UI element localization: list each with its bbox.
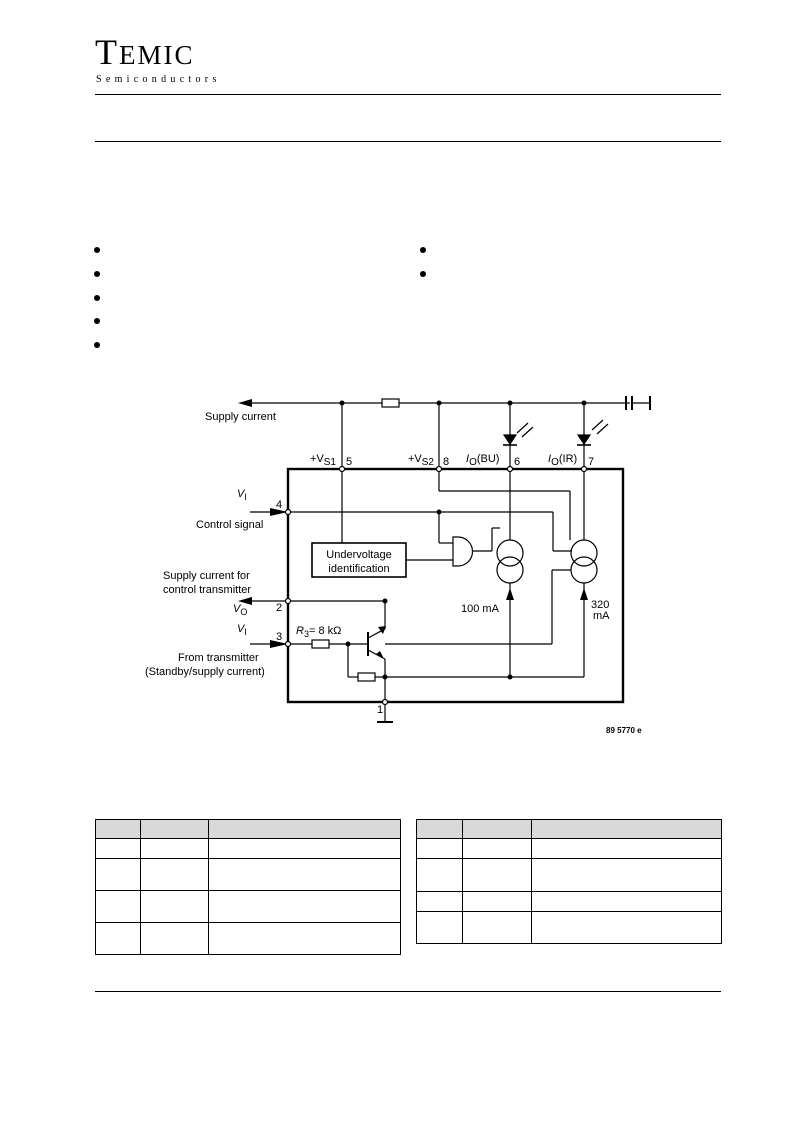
table-row <box>95 858 401 891</box>
feature-bullet <box>94 342 100 348</box>
label-supply-for-ctrl-2: control transmitter <box>163 584 251 596</box>
feature-bullet <box>94 295 100 301</box>
feature-bullet <box>420 247 426 253</box>
table-row <box>95 838 401 859</box>
header-rule <box>95 94 721 95</box>
label-vi-bottom: VI <box>237 623 247 637</box>
table-header-row <box>416 819 722 839</box>
pin-table-right <box>416 819 722 944</box>
label-r3: R3= 8 kΩ <box>296 625 341 639</box>
label-pin1: 1 <box>377 704 383 716</box>
label-vs2: +VS2 <box>408 453 434 468</box>
table-row <box>416 858 722 892</box>
logo-rest: EMIC <box>119 40 195 70</box>
label-320-ma: mA <box>593 610 610 622</box>
label-vs1: +VS1 <box>310 453 336 468</box>
label-pin3: 3 <box>276 631 282 643</box>
table-row <box>416 911 722 944</box>
label-pin2: 2 <box>276 602 282 614</box>
table-row <box>416 891 722 912</box>
label-from-tx-2: (Standby/supply current) <box>145 666 265 678</box>
label-io-bu: IO(BU) <box>466 453 499 468</box>
footer-rule <box>95 991 721 992</box>
label-pin4: 4 <box>276 499 282 511</box>
label-pin8: 8 <box>443 456 449 468</box>
label-undervoltage-1: Undervoltage <box>326 549 391 561</box>
label-vi-top: VI <box>237 488 247 502</box>
label-control-signal: Control signal <box>196 519 263 531</box>
logo-first-letter: T <box>95 32 119 72</box>
label-from-tx-1: From transmitter <box>178 652 259 664</box>
label-pin6: 6 <box>514 456 520 468</box>
label-vo: VO <box>233 603 247 617</box>
feature-bullet <box>420 271 426 277</box>
label-io-ir: IO(IR) <box>548 453 577 468</box>
logo-subtitle: Semiconductors <box>96 74 221 85</box>
feature-bullet <box>94 318 100 324</box>
feature-bullet <box>94 247 100 253</box>
table-header-row <box>95 819 401 839</box>
pin-table-left <box>95 819 401 955</box>
label-undervoltage-2: identification <box>328 563 389 575</box>
figure-code: 89 5770 e <box>606 726 642 735</box>
table-row <box>95 922 401 955</box>
table-row <box>95 890 401 923</box>
label-320: 320 <box>591 599 609 611</box>
label-100ma: 100 mA <box>461 603 500 615</box>
title-rule <box>95 141 721 142</box>
ic-outline <box>286 467 625 704</box>
temic-logo: TEMIC <box>95 34 195 73</box>
block-diagram: Supply current +VS1 5 +VS2 8 IO(BU) 6 IO… <box>145 396 651 735</box>
label-pin5: 5 <box>346 456 352 468</box>
table-row <box>416 838 722 859</box>
feature-bullet <box>94 271 100 277</box>
label-supply-current: Supply current <box>205 411 276 423</box>
label-pin7: 7 <box>588 456 594 468</box>
label-supply-for-ctrl-1: Supply current for <box>163 570 250 582</box>
